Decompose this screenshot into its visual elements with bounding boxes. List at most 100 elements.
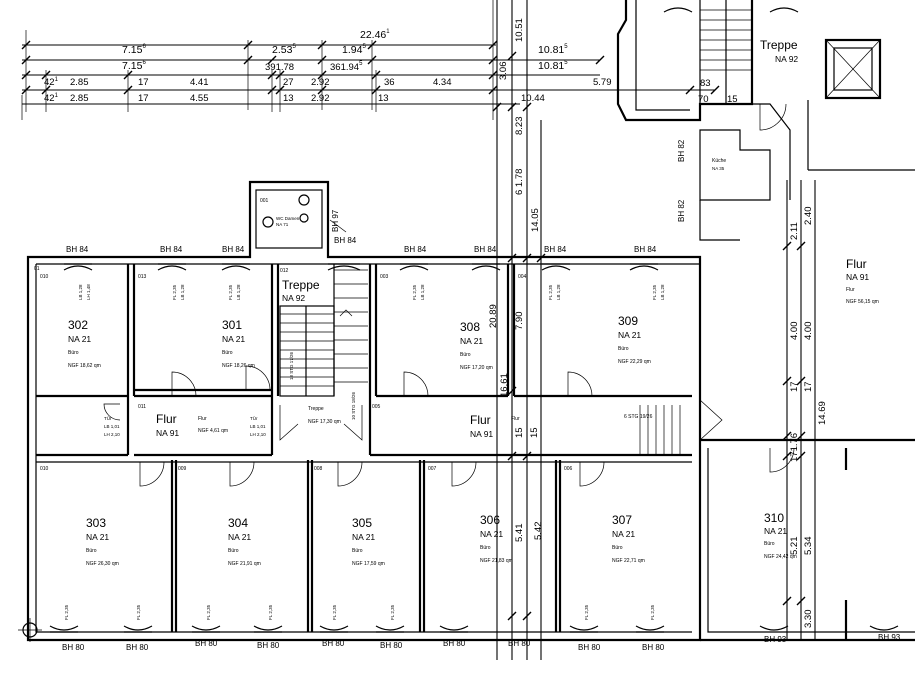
room-area-303: NGF 26,30 qm (86, 561, 119, 567)
room-number-304: 304 (228, 516, 248, 530)
room-id-308: 003 (380, 274, 389, 280)
window-tag-1: LB 1,28 (78, 284, 83, 300)
bh-top-2: BH 84 (160, 245, 183, 254)
room-area-306: NGF 21,83 qm (480, 558, 513, 564)
room-area-302: NGF 18,62 qm (68, 363, 101, 369)
room-use-309: Büro (618, 346, 629, 352)
bh-bottom-12: BH 93 (878, 633, 901, 642)
wc-room-id: 001 (260, 198, 269, 204)
room-number-310: 310 (764, 511, 784, 525)
room-na-310: NA 21 (764, 526, 787, 536)
room-na-304: NA 21 (228, 532, 251, 542)
room-id-301: 013 (138, 274, 147, 280)
room-area-308: NGF 17,20 qm (460, 365, 493, 371)
dim-r3-8: 4.34 (433, 77, 452, 88)
bh-right-2: BH 82 (677, 199, 686, 222)
window-tag-2: LH 1,48 (86, 284, 91, 300)
room-area-305: NGF 17,59 qm (352, 561, 385, 567)
room-id-305: 008 (314, 466, 323, 472)
dim-r2-1: 7.156 (122, 60, 146, 72)
dim-r3-3: 17 (138, 77, 149, 88)
vertical-dimensions: 10.51 3.06 14.05 20.89 7.90 5.41 5.42 6 … (488, 0, 828, 660)
room-number-307: 307 (612, 513, 632, 527)
bh-bottom-2: BH 80 (126, 643, 149, 652)
dimension-chains: 22.461 7.156 2.535 1.945 10.815 7.156 39… (21, 0, 738, 120)
window-tag-10: LB 1,28 (556, 284, 561, 300)
kitchen-title: Küche (712, 158, 726, 164)
stair-vertical-dims: 18 STG 17/26 (289, 351, 294, 380)
window-tag-6: LB 1,28 (236, 284, 241, 300)
window-tag-4: LB 1,28 (180, 284, 185, 300)
bh-bottom-7: BH 80 (443, 639, 466, 648)
stair-id-012: 012 (280, 268, 289, 274)
door-tag-3: LH 2,10 (104, 432, 120, 437)
dim-r4-8: 10.44 (521, 93, 545, 104)
dim-r2-4: 10.815 (538, 60, 568, 72)
window-tag-17: FL 2,35 (332, 604, 337, 620)
dim-r4-2: 2.85 (70, 93, 89, 104)
stair-treads-upper-right (699, 0, 752, 104)
vdim-4: 20.89 (488, 304, 499, 328)
corridor-code-1: Flur (198, 416, 207, 422)
room-use-305: Büro (352, 548, 363, 554)
stair-na-2: NA 92 (775, 54, 798, 64)
room-na-301: NA 21 (222, 334, 245, 344)
vdim-r7: 171.76 (789, 433, 800, 462)
vdim-r9: 5.21 (789, 537, 800, 556)
bh-wc-1: BH 97 (331, 209, 340, 232)
room-area-301: NGF 18,26 qm (222, 363, 255, 369)
dim-r4-5: 13 (283, 93, 294, 104)
vdim-10: 16.61 (499, 373, 510, 397)
dim-r1-1: 7.156 (122, 44, 146, 56)
bh-top-3: BH 84 (222, 245, 245, 254)
vdim-r1: 2.11 (789, 222, 800, 240)
windows (49, 7, 899, 633)
corridor-code-3: Flur (846, 287, 855, 293)
bh-right-1: BH 82 (677, 139, 686, 162)
room-id-306: 007 (428, 466, 437, 472)
dim-r4-4: 4.55 (190, 93, 209, 104)
bh-top-1: BH 84 (66, 245, 89, 254)
bh-labels: BH 84 BH 84 BH 84 BH 84 BH 84 BH 84 BH 8… (62, 139, 901, 652)
vdim-r11: 3.30 (803, 610, 814, 629)
room-area-310: NGF 24,42 qm (764, 554, 797, 560)
room-use-310: Büro (764, 541, 775, 547)
dim-r4-3: 17 (138, 93, 149, 104)
bh-top-4: BH 84 (404, 245, 427, 254)
corridor-na-3: NA 91 (846, 272, 869, 282)
room-number-308: 308 (460, 320, 480, 334)
window-tag-12: LB 1,28 (660, 284, 665, 300)
room-number-306: 306 (480, 513, 500, 527)
stair-area-1: NGF 17,30 qm (308, 419, 341, 425)
steps-label: 6 STG 19/26 (624, 414, 653, 420)
door-tag-4: TÜr (250, 415, 258, 421)
corridor-area-3: NGF 56,15 qm (846, 299, 879, 305)
corridor-id-005: 005 (372, 404, 381, 410)
room-id-302: 010 (40, 274, 49, 280)
vdim-r2: 2.40 (803, 207, 814, 226)
vdim-r5: 17 (789, 381, 800, 392)
bh-top-7: BH 84 (634, 245, 657, 254)
corridor-code-2: Flur (511, 416, 520, 422)
room-area-309: NGF 22,29 qm (618, 359, 651, 365)
dim-r3-5: 27 (283, 77, 294, 88)
room-use-301: Büro (222, 350, 233, 356)
walls (26, 0, 915, 642)
wc-label-1: WC Damen (276, 216, 300, 221)
corridor-na-1: NA 91 (156, 428, 179, 438)
window-tag-7: FL 2,35 (412, 284, 417, 300)
doors (103, 103, 795, 487)
door-tag-5: LB 1,01 (250, 424, 266, 429)
dim-small-70: 70 (698, 94, 709, 105)
bh-top-6: BH 84 (544, 245, 567, 254)
room-id-304: 009 (178, 466, 187, 472)
window-tag-3: FL 2,35 (172, 284, 177, 300)
bh-top-8: BH 84 (334, 236, 357, 245)
corridor-title-2: Flur (470, 413, 491, 427)
window-tag-5: FL 2,35 (228, 284, 233, 300)
room-id-307: 006 (564, 466, 573, 472)
dim-r3-7: 36 (384, 77, 395, 88)
dim-r4-6: 2.92 (311, 93, 330, 104)
room-id-309: 004 (518, 274, 527, 280)
